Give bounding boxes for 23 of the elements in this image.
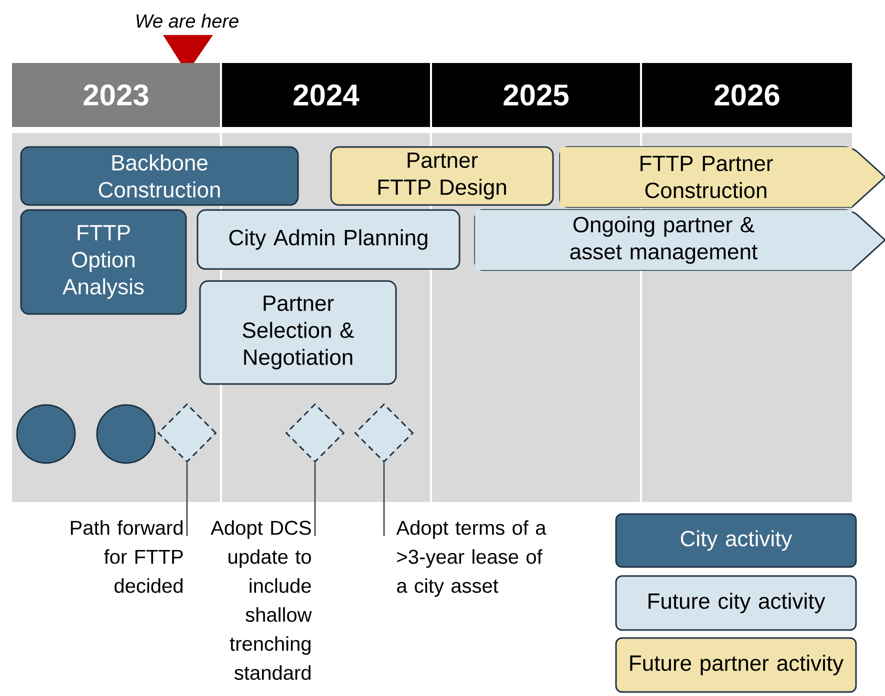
legend-label: Future city activity: [648, 592, 826, 614]
leader-line: [383, 462, 385, 536]
legend-label: Future partner activity: [630, 654, 844, 676]
milestone-note: Adopt terms of a >3-year lease of a city asset: [396, 520, 546, 597]
year-header: 2025: [432, 63, 640, 127]
activity-box: Partner Selection & Negotiation: [199, 280, 397, 385]
milestone-note: Path forward for FTTP decided: [70, 520, 183, 593]
year-header: 2023: [12, 63, 220, 127]
activity-box: City Admin Planning: [196, 209, 460, 270]
milestone-note: Adopt DCS update to include shallow trenching standard: [210, 520, 312, 680]
activity-box: Backbone Construction: [20, 146, 299, 206]
leader-line: [314, 462, 316, 536]
legend-label: City activity: [680, 530, 792, 551]
year-header: 2024: [222, 63, 430, 127]
year-header: 2026: [642, 63, 852, 127]
milestone-circle: [96, 404, 156, 464]
activity-box: FTTP Option Analysis: [20, 209, 187, 315]
activity-bar: Ongoing partner & asset management: [474, 209, 885, 271]
marker-label: We are here: [136, 14, 238, 28]
activity-box: Partner FTTP Design: [330, 146, 554, 206]
milestone-circle: [16, 404, 76, 464]
leader-line: [186, 462, 188, 536]
activity-bar: FTTP Partner Construction: [559, 146, 885, 208]
